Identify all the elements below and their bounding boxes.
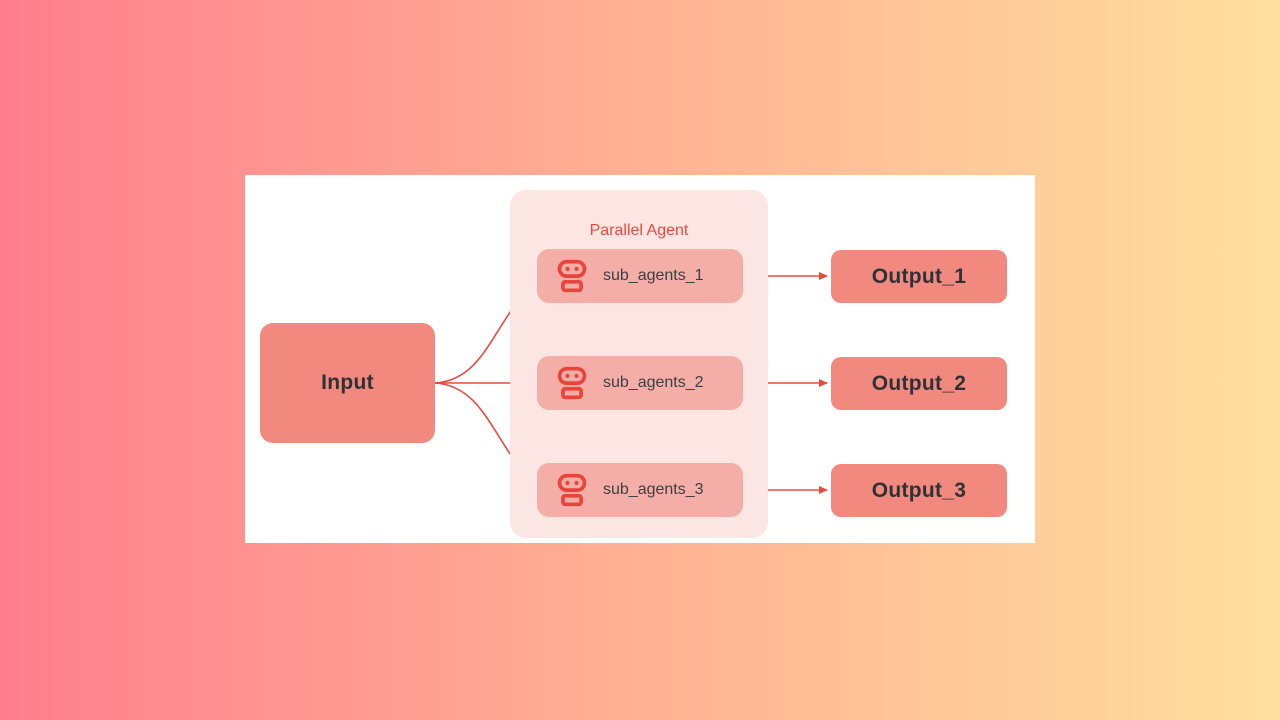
robot-agent-icon [557, 473, 587, 507]
sub-agent-label: sub_agents_2 [603, 374, 704, 391]
parallel-agent-container: Parallel Agent sub_agents_1 [510, 190, 768, 538]
input-label: Input [321, 371, 374, 394]
parallel-agent-title: Parallel Agent [589, 222, 689, 239]
diagram-canvas: Input Parallel Agent sub_agents_1 [245, 175, 1035, 543]
output-node-1: Output_1 [831, 250, 1007, 303]
output-label: Output_2 [871, 371, 967, 395]
sub-agent-node-2: sub_agents_2 [537, 356, 743, 410]
sub-agent-node-3: sub_agents_3 [537, 463, 743, 517]
robot-agent-icon [557, 259, 587, 293]
sub-agent-label: sub_agents_3 [603, 481, 704, 498]
robot-agent-icon [557, 366, 587, 400]
sub-agent-label: sub_agents_1 [603, 267, 704, 284]
output-node-2: Output_2 [831, 357, 1007, 410]
output-label: Output_1 [871, 264, 967, 288]
output-label: Output_3 [871, 478, 967, 502]
output-node-3: Output_3 [831, 464, 1007, 517]
sub-agent-node-1: sub_agents_1 [537, 249, 743, 303]
input-node: Input [260, 323, 435, 443]
